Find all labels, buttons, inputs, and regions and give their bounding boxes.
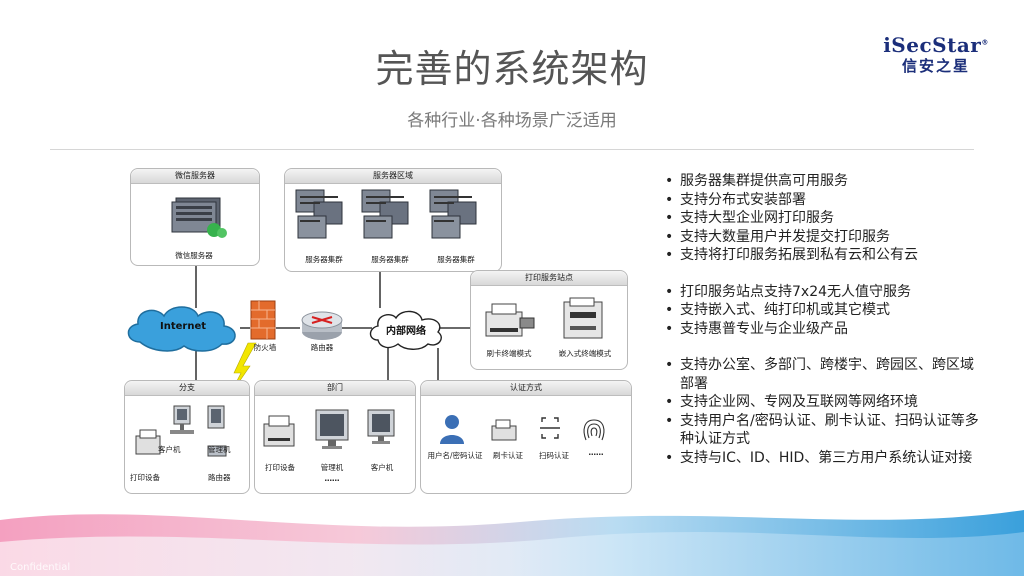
bullet-item: 支持企业网、专网及互联网等网络环境	[662, 393, 982, 412]
router-icon	[301, 311, 343, 340]
department-more-label: ……	[324, 474, 340, 483]
internet-label: Internet	[159, 321, 206, 332]
server-cluster-label-1: 服务器集群	[305, 255, 343, 264]
confidential-footer: Confidential	[10, 562, 71, 573]
branch-printer-label: 打印设备	[130, 473, 160, 482]
bullet-group-deployment: 支持办公室、多部门、跨楼宇、跨园区、跨区域部署 支持企业网、专网及互联网等网络环…	[662, 356, 982, 467]
bullet-item: 支持与IC、ID、HID、第三方用户系统认证对接	[662, 449, 982, 468]
department-group-title: 部门	[255, 381, 415, 396]
bullet-item: 打印服务站点支持7x24无人值守服务	[662, 283, 982, 302]
server-cluster-label-3: 服务器集群	[437, 255, 475, 264]
bullet-item: 支持办公室、多部门、跨楼宇、跨园区、跨区域部署	[662, 356, 982, 393]
branch-admin-label: 管理机	[208, 445, 231, 454]
feature-bullets: 服务器集群提供高可用服务 支持分布式安装部署 支持大型企业网打印服务 支持大数量…	[662, 172, 982, 485]
auth-card-label: 刷卡认证	[493, 451, 523, 460]
bullet-group-print-station: 打印服务站点支持7x24无人值守服务 支持嵌入式、纯打印机或其它模式 支持惠普专…	[662, 283, 982, 339]
wechat-server-group-title: 微信服务器	[131, 169, 259, 184]
divider	[50, 149, 974, 150]
logo-chinese: 信安之星	[901, 57, 970, 75]
auth-password-label: 用户名/密码认证	[427, 451, 483, 460]
bullet-item: 支持惠普专业与企业级产品	[662, 320, 982, 339]
auth-method-icons	[440, 415, 605, 444]
bullet-item: 支持将打印服务拓展到私有云和公有云	[662, 246, 982, 265]
department-client-label: 客户机	[370, 463, 394, 472]
branch-group: 分支	[124, 380, 250, 494]
auth-scan-label: 扫码认证	[539, 451, 569, 460]
auth-group-title: 认证方式	[421, 381, 631, 396]
embedded-terminal-mode-label: 嵌入式终端模式	[558, 349, 612, 358]
department-admin-label: 管理机	[320, 463, 344, 472]
department-printer-label: 打印设备	[265, 463, 295, 472]
auth-more-label: ……	[588, 448, 604, 457]
architecture-diagram: 微信服务器 微信服务器 服务器区域 服务器集群 服务器集群 服务器集群 Inte…	[120, 158, 640, 500]
embedded-terminal-printer-icon	[563, 297, 603, 339]
bullet-item: 支持嵌入式、纯打印机或其它模式	[662, 301, 982, 320]
branch-client-label: 客户机	[158, 445, 181, 454]
intranet-label: 内部网络	[386, 326, 426, 337]
bullet-group-servers: 服务器集群提供高可用服务 支持分布式安装部署 支持大型企业网打印服务 支持大数量…	[662, 172, 982, 265]
server-cluster-icons	[295, 189, 477, 239]
server-cluster-label-2: 服务器集群	[371, 255, 409, 264]
bullet-item: 服务器集群提供高可用服务	[662, 172, 982, 191]
server-area-group-title: 服务器区域	[285, 169, 501, 184]
slide-subtitle: 各种行业·各种场景广泛适用	[407, 111, 617, 131]
wechat-server-icon	[171, 197, 227, 238]
bullet-item: 支持用户名/密码认证、刷卡认证、扫码认证等多种认证方式	[662, 412, 982, 449]
router-label: 路由器	[310, 343, 334, 352]
card-terminal-printer-icon	[485, 303, 535, 337]
card-terminal-mode-label: 刷卡终端模式	[486, 349, 532, 358]
brand-logo: iSecStar® 信安之星	[876, 33, 996, 76]
intranet-cloud-icon	[369, 310, 442, 350]
logo-english: iSecStar®	[883, 33, 989, 57]
internet-cloud-icon	[127, 306, 236, 352]
slide-title: 完善的系统架构	[375, 47, 649, 91]
bullet-item: 支持大型企业网打印服务	[662, 209, 982, 228]
firewall-label: 防火墙	[253, 343, 277, 352]
print-station-group-title: 打印服务站点	[471, 271, 627, 286]
branch-router-label: 路由器	[208, 473, 231, 482]
firewall-icon	[250, 300, 276, 340]
footer-wave-decoration	[0, 510, 1024, 576]
department-devices-icons	[263, 409, 395, 449]
bullet-item: 支持大数量用户并发提交打印服务	[662, 228, 982, 247]
bullet-item: 支持分布式安装部署	[662, 191, 982, 210]
branch-group-title: 分支	[125, 381, 249, 396]
wechat-server-label: 微信服务器	[175, 251, 213, 260]
branch-devices-icons	[135, 405, 227, 457]
